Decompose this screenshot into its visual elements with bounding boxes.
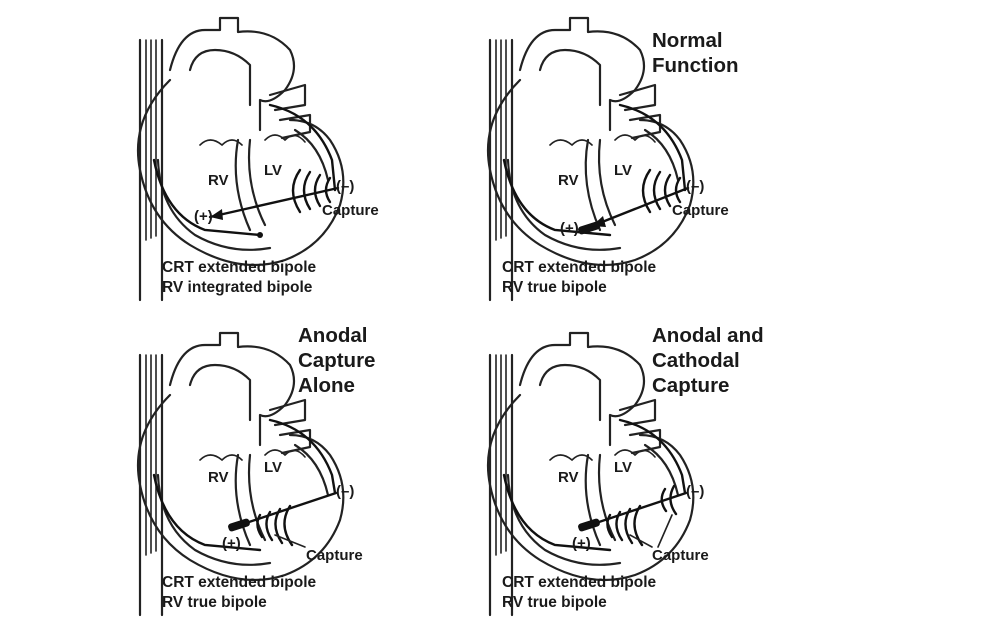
pulmonary-trunk — [188, 48, 252, 107]
lead-wires — [145, 39, 157, 241]
capture-label: Capture — [306, 547, 363, 564]
capture-label: Capture — [652, 547, 709, 564]
caption-line-2: RV true bipole — [502, 279, 607, 296]
caption-line-2: RV true bipole — [502, 594, 607, 611]
lv-label: LV — [264, 162, 283, 179]
caption-line-1: CRT extended bipole — [502, 574, 657, 591]
lv-label: LV — [614, 162, 633, 179]
arrow-head — [592, 216, 606, 227]
heart-outline — [486, 393, 695, 582]
septum — [584, 453, 617, 547]
cathode-label: (–) — [686, 178, 705, 195]
lv-label: LV — [264, 459, 283, 476]
valves — [549, 134, 656, 147]
lead-wires — [495, 354, 507, 556]
aortic-arch — [168, 331, 296, 447]
cathode-label: (–) — [336, 483, 355, 500]
panel-top-right: Normal Function RV LV (–) (+) Capture CR… — [460, 10, 900, 310]
caption-line-2: RV true bipole — [162, 594, 267, 611]
capture-waves — [291, 168, 332, 214]
capture-waves-cathodal — [660, 484, 678, 516]
lv-wall — [293, 443, 330, 497]
pulmonary-trunk — [538, 363, 602, 422]
caption: CRT extended bipole RV true bipole — [502, 258, 656, 298]
caption-line-1: CRT extended bipole — [502, 259, 657, 276]
valves — [199, 134, 306, 147]
rv-lead — [152, 158, 262, 237]
lv-lead — [268, 418, 337, 495]
heart-diagram — [486, 331, 695, 617]
caption: CRT extended bipole RV true bipole — [502, 573, 656, 613]
heart-diagram — [136, 16, 345, 302]
anode-label: (+) — [194, 208, 213, 225]
pulmonary-trunk — [538, 48, 602, 107]
pacing-vector-arrow — [208, 186, 340, 219]
panel-title: Normal Function — [652, 29, 739, 77]
rv-lead — [502, 158, 612, 237]
rv-label: RV — [208, 172, 229, 189]
caption-line-2: RV integrated bipole — [162, 279, 313, 296]
rv-label: RV — [208, 469, 229, 486]
rv-label: RV — [558, 469, 579, 486]
capture-pointers — [629, 514, 673, 548]
aortic-arch — [518, 16, 646, 132]
capture-pointer — [274, 534, 306, 548]
valves — [199, 449, 306, 462]
lv-label: LV — [614, 459, 633, 476]
arrow-head — [210, 209, 223, 220]
heart-diagram — [136, 331, 345, 617]
lv-wall — [643, 443, 680, 497]
septum — [234, 453, 267, 547]
caption: CRT extended bipole RV true bipole — [162, 573, 316, 613]
rv-label: RV — [558, 172, 579, 189]
rv-lead-tip — [257, 232, 263, 238]
lv-wall — [643, 128, 680, 182]
panel-bottom-right: Anodal and Cathodal Capture RV LV (–) (+… — [460, 324, 900, 625]
rv-lead — [152, 473, 262, 552]
heart-outline — [136, 393, 345, 582]
septum — [584, 138, 617, 232]
heart-diagram — [486, 16, 695, 302]
heart-outline — [136, 78, 345, 267]
rv-lead — [502, 473, 612, 552]
caption-line-1: CRT extended bipole — [162, 574, 317, 591]
capture-waves-anodal — [606, 504, 644, 547]
lv-wall — [293, 128, 330, 182]
aortic-arch — [168, 16, 296, 132]
valves — [549, 449, 656, 462]
capture-waves — [641, 168, 682, 214]
lv-lead — [618, 418, 687, 495]
anode-label: (+) — [572, 535, 591, 552]
capture-label: Capture — [322, 202, 379, 219]
septum — [234, 138, 267, 232]
lead-wires — [495, 39, 507, 241]
panel-bottom-left: Anodal Capture Alone RV LV (–) (+) Captu… — [110, 324, 550, 625]
cathode-label: (–) — [336, 178, 355, 195]
panel-title: Anodal and Cathodal Capture — [652, 324, 764, 397]
panel-top-left: RV LV (–) (+) Capture CRT extended bipol… — [110, 10, 550, 310]
lv-lead — [268, 103, 337, 192]
caption: CRT extended bipole RV integrated bipole — [162, 258, 316, 298]
lead-wires — [145, 354, 157, 556]
capture-label: Capture — [672, 202, 729, 219]
lv-lead — [618, 103, 687, 192]
panel-title: Anodal Capture Alone — [298, 324, 376, 397]
aortic-arch — [518, 331, 646, 447]
heart-outline — [486, 78, 695, 267]
pulmonary-trunk — [188, 363, 252, 422]
caption-line-1: CRT extended bipole — [162, 259, 317, 276]
anode-label: (+) — [560, 220, 579, 237]
pacing-vector-arrow — [590, 186, 690, 228]
capture-waves — [256, 504, 294, 547]
anode-label: (+) — [222, 535, 241, 552]
cathode-label: (–) — [686, 483, 705, 500]
